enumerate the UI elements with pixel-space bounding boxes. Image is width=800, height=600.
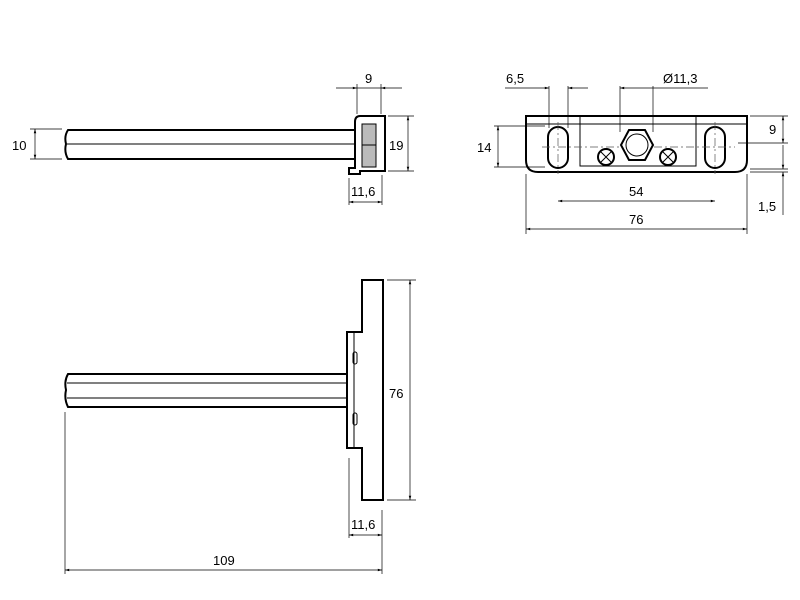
dim-slot-width: 6,5 (506, 71, 524, 86)
dim-plate-length: 76 (389, 386, 403, 401)
plate-profile (346, 279, 384, 501)
side-view: 10 9 19 11,6 (12, 71, 414, 205)
top-view: 76 11,6 109 (64, 279, 416, 574)
dim-bracket-height: 19 (389, 138, 403, 153)
dim-plate-depth: 11,6 (351, 517, 375, 532)
dim-total-length: 109 (213, 553, 235, 568)
center-block (579, 115, 697, 167)
dim-nut-diameter: Ø11,3 (663, 71, 697, 86)
dim-height: 14 (477, 140, 491, 155)
dim-bracket-width: 11,6 (351, 184, 375, 199)
screw-left (597, 148, 615, 166)
front-view: 6,5 Ø11,3 14 9 1,5 54 76 (477, 71, 788, 234)
dim-slot-spacing: 54 (629, 184, 643, 199)
dim-total-width: 76 (629, 212, 643, 227)
screw-right (659, 148, 677, 166)
dim-center-offset: 9 (769, 122, 776, 137)
dim-rod-height: 10 (12, 138, 26, 153)
dim-bottom-offset: 1,5 (758, 199, 776, 214)
dim-bracket-depth: 9 (365, 71, 372, 86)
rod (64, 373, 356, 408)
